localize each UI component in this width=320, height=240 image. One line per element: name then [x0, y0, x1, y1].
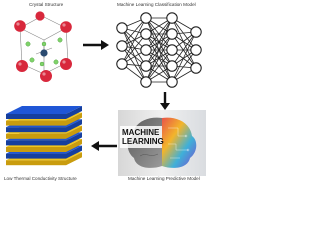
layer-side [66, 125, 82, 139]
layer-top [6, 106, 82, 114]
low-thermal-structure-label: Low Thermal Conductivity Structure [4, 176, 77, 181]
nn-node [116, 22, 128, 34]
red-atoms [14, 11, 72, 82]
brain-text-learning: LEARNING [122, 137, 164, 146]
nn-edge [121, 27, 147, 67]
layer-side [66, 132, 82, 146]
layer-front [6, 127, 66, 133]
layer-side [66, 119, 82, 133]
crystal-structure-label: Crystal Structure [29, 2, 64, 7]
arrow-to-classification [83, 40, 109, 50]
arrow-to-predictive [160, 92, 170, 110]
nn-node [140, 12, 152, 24]
arrow-to-low-thermal [91, 141, 117, 151]
nn-edge [121, 17, 147, 65]
layer-front [6, 114, 66, 119]
nn-edge [171, 31, 197, 83]
nn-node [166, 76, 178, 88]
layer-front [6, 153, 66, 159]
nn-edge [145, 17, 173, 83]
nn-node [166, 60, 178, 72]
nn-edge [145, 49, 173, 83]
crystal-structure-diagram [14, 11, 72, 82]
green-atoms [25, 37, 63, 67]
nn-edge [171, 49, 197, 83]
center-atom [40, 49, 48, 57]
nn-node [140, 60, 152, 72]
nn-edge [121, 17, 147, 47]
nn-node [166, 44, 178, 56]
layer-side [66, 112, 82, 126]
classification-model-label: Machine Learning Classification Model [117, 2, 196, 7]
layer-front [6, 160, 66, 166]
layer-front [6, 140, 66, 146]
nn-node [116, 58, 128, 70]
layered-structure-diagram [6, 106, 82, 166]
nn-edge [171, 17, 197, 69]
layer-side [66, 106, 82, 119]
nn-node [116, 40, 128, 52]
layer-side [66, 139, 82, 152]
layer-side [66, 145, 82, 159]
layer-front [6, 147, 66, 152]
nn-node [166, 12, 178, 24]
nn-edge [171, 17, 197, 51]
nn-edge [145, 17, 173, 67]
nn-node [166, 28, 178, 40]
nn-node [190, 26, 202, 38]
nn-node [140, 44, 152, 56]
layer-front [6, 120, 66, 126]
nn-node [190, 62, 202, 74]
nn-node [190, 44, 202, 56]
nn-edge [145, 33, 173, 83]
neural-network-diagram [116, 12, 202, 88]
machine-learning-brain-image: MACHINE LEARNING [118, 110, 206, 176]
layer-side [66, 152, 82, 166]
nn-edge [171, 33, 197, 69]
nn-edge [121, 27, 147, 83]
layer-front [6, 133, 66, 139]
nn-node [140, 76, 152, 88]
nn-edge [171, 31, 197, 67]
nn-node [140, 28, 152, 40]
nn-edge [121, 45, 147, 83]
brain-text-machine: MACHINE [122, 128, 160, 137]
nn-edge [121, 33, 147, 65]
predictive-model-label: Machine Learning Predictive Model [128, 176, 200, 181]
nn-edge [145, 17, 173, 51]
